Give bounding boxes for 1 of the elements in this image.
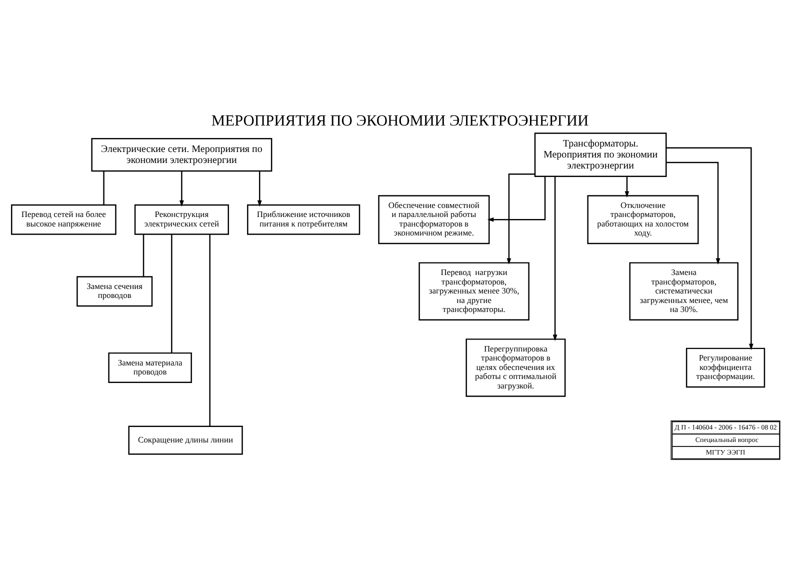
diagram-title: МЕРОПРИЯТИЯ ПО ЭКОНОМИИ ЭЛЕКТРОЭНЕРГИИ	[211, 112, 589, 130]
